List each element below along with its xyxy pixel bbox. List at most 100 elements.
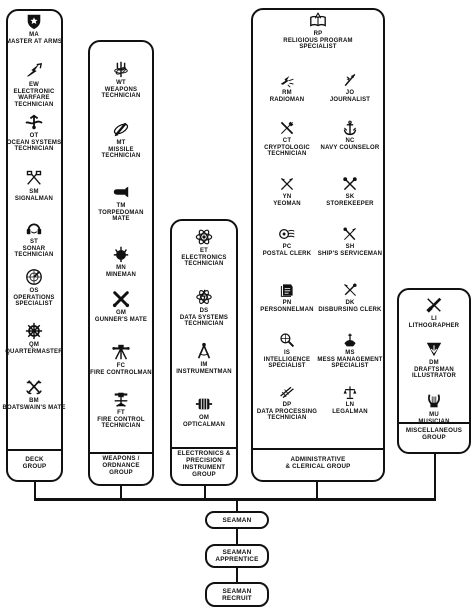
- rating-code: SH: [345, 244, 355, 250]
- trunk-apprentice-recruit: [236, 567, 238, 582]
- rating-code: GM: [115, 310, 127, 316]
- rating-code: LN: [345, 402, 355, 408]
- range-finder-icon: [112, 343, 130, 361]
- lyre-icon: [425, 392, 443, 410]
- open-book-compass-icon: [309, 12, 327, 30]
- connector-electronics: [204, 484, 206, 499]
- admin-group-panel: ADMINISTRATIVE & CLERICAL GROUP: [251, 8, 385, 482]
- crossed-cannons-icon: [112, 290, 130, 308]
- connector-admin: [316, 481, 318, 499]
- misc-group-panel: MISCELLANEOUS GROUP: [397, 288, 471, 454]
- rating-code: EW: [28, 82, 40, 88]
- rating-title: INTELLIGENCE SPECIALIST: [263, 356, 311, 370]
- rating-title: PERSONNELMAN: [260, 306, 314, 313]
- crossed-key-quill-icon: [342, 226, 358, 242]
- rating-code: PN: [282, 300, 292, 306]
- rating-title: JOURNALIST: [329, 96, 371, 103]
- rating-title: NAVY COUNSELOR: [320, 144, 380, 151]
- rating-code: DK: [345, 300, 355, 306]
- ship-wheel-icon: [25, 322, 43, 340]
- sonar-headphones-icon: [25, 219, 43, 237]
- punch-card-icon: [279, 384, 295, 400]
- electronics-group-divider: [172, 447, 236, 449]
- rating-code: NC: [345, 138, 355, 144]
- rating-title: SIGNALMAN: [14, 195, 54, 202]
- rating-title: SONAR TECHNICIAN: [14, 245, 54, 259]
- rating-code: DS: [199, 308, 209, 314]
- rating-code: MT: [116, 140, 126, 146]
- connector-misc: [434, 452, 436, 499]
- rating-code: OM: [198, 415, 210, 421]
- rating-title: INSTRUMENTMAN: [176, 368, 232, 375]
- connector-deck: [34, 481, 36, 499]
- rating-code: RM: [282, 90, 292, 96]
- rating-title: LITHOGRAPHER: [408, 322, 460, 329]
- rating-title: DATA SYSTEMS TECHNICIAN: [179, 314, 229, 328]
- rating-code: YN: [282, 194, 292, 200]
- missile-orbit-icon: [112, 120, 130, 138]
- rating-code: MS: [345, 350, 355, 356]
- helium-atom-icon: [195, 228, 213, 246]
- crescent-key-icon: [342, 332, 358, 348]
- rating-code: CT: [282, 138, 292, 144]
- rating-code: FC: [116, 363, 126, 369]
- rating-code: ST: [29, 239, 39, 245]
- rating-title: FIRE CONTROLMAN: [90, 369, 152, 376]
- rating-title: YEOMAN: [273, 200, 301, 207]
- rating-code: RP: [313, 31, 323, 37]
- torpedo-icon: [112, 183, 130, 201]
- deck-group-divider: [8, 449, 61, 451]
- weapons-group-label: WEAPONS / ORDNANCE GROUP: [102, 455, 140, 476]
- rating-code: MN: [116, 265, 126, 271]
- anchor-compass-icon: [342, 120, 358, 136]
- crossed-quill-key-icon: [342, 282, 358, 298]
- rating-code: DP: [282, 402, 292, 408]
- rating-code: SM: [29, 189, 39, 195]
- rating-title: QUARTERMASTER: [5, 348, 63, 355]
- rating-title: MESS MANAGEMENT SPECIALIST: [317, 356, 383, 370]
- rating-code: OT: [29, 133, 39, 139]
- rating-title: LEGALMAN: [332, 408, 368, 415]
- rating-title: FIRE CONTROL TECHNICIAN: [97, 416, 145, 430]
- rating-title: DRAFTSMAN ILLUSTRATOR: [412, 366, 456, 380]
- electronics-group-label: ELECTRONICS & PRECISION INSTRUMENT GROUP: [177, 450, 231, 478]
- rating-title: TORPEDOMAN MATE: [98, 209, 144, 223]
- weapons-group-panel: WEAPONS / ORDNANCE GROUP: [88, 40, 154, 486]
- rating-code: BM: [29, 398, 39, 404]
- globe-magnifier-icon: [279, 332, 295, 348]
- rating-code: JO: [345, 90, 355, 96]
- rating-title: POSTAL CLERK: [262, 250, 312, 257]
- rating-title: DATA PROCESSING TECHNICIAN: [256, 408, 318, 422]
- rating-title: ELECTRONIC WARFARE TECHNICIAN: [13, 88, 55, 108]
- sea-mine-icon: [112, 245, 130, 263]
- rating-code: ET: [199, 248, 209, 254]
- crossed-keys-icon: [342, 176, 358, 192]
- rating-code: IM: [200, 362, 208, 368]
- deck-group-panel: DECK GROUP: [6, 9, 63, 482]
- admin-group-divider: [253, 448, 383, 450]
- crossed-quill-lightning-icon: [279, 120, 295, 136]
